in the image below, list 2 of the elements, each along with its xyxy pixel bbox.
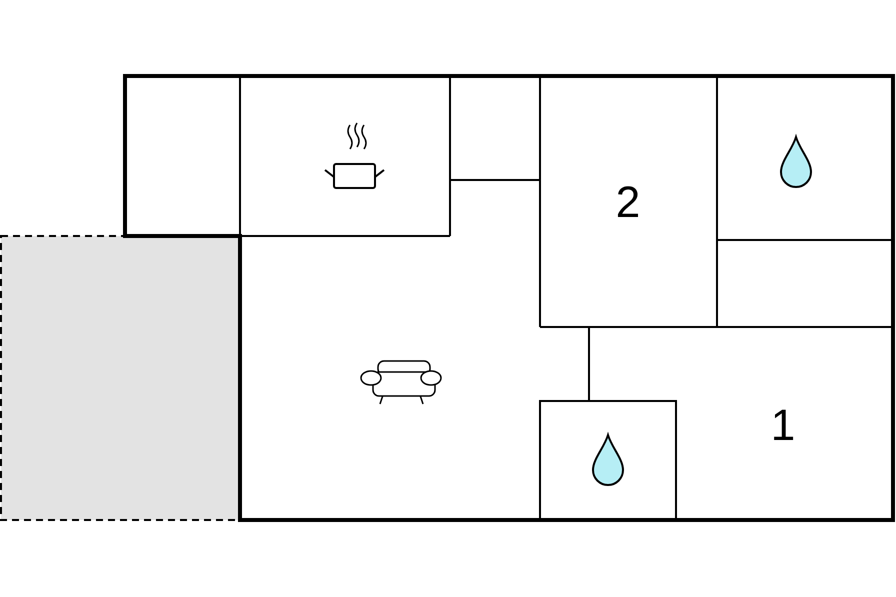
- room-number: 2: [616, 181, 640, 225]
- room-number: 1: [770, 404, 796, 448]
